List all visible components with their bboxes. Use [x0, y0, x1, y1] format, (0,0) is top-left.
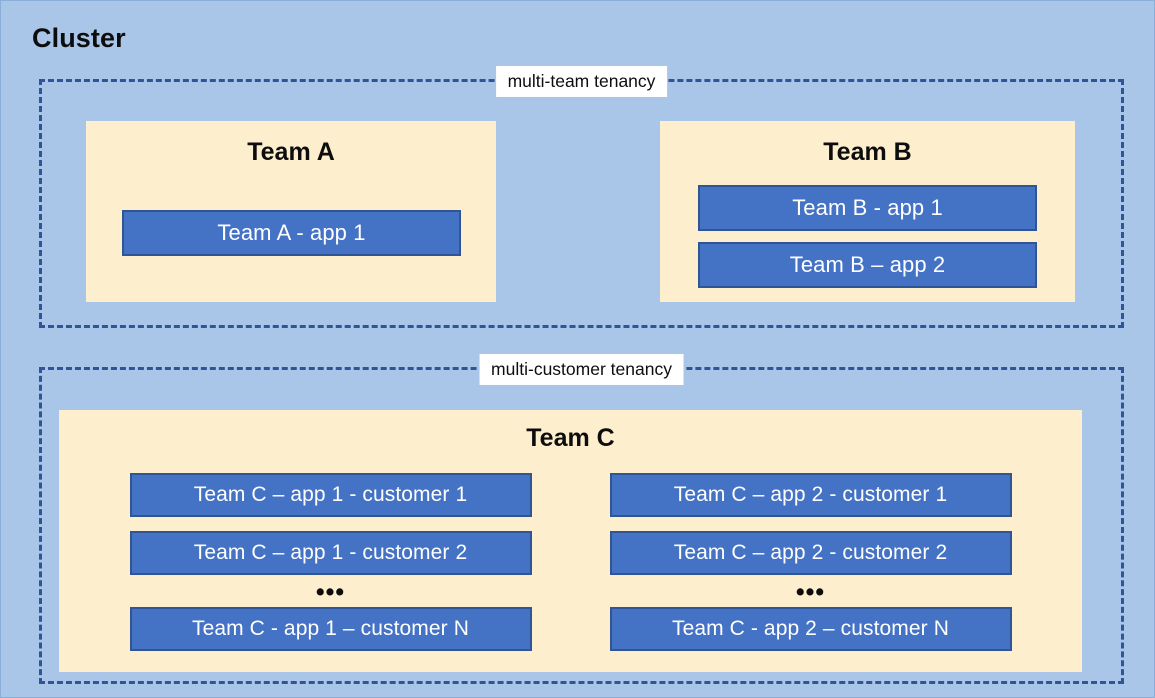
app-column-team-c-app-2: Team C – app 2 - customer 1 Team C – app… — [609, 473, 1012, 651]
team-panel-team-a: Team A Team A - app 1 — [86, 121, 496, 302]
team-panel-team-c: Team C Team C – app 1 - customer 1 Team … — [59, 410, 1082, 672]
ellipsis-team-c-app-2: ••• — [795, 578, 826, 606]
tenancy-label-multi-customer: multi-customer tenancy — [479, 354, 684, 385]
tenancy-region-multi-customer: multi-customer tenancy Team C Team C – a… — [39, 354, 1124, 684]
app-box-team-c-app-1-customer-1[interactable]: Team C – app 1 - customer 1 — [129, 473, 532, 517]
team-title-team-b: Team B — [823, 138, 912, 166]
app-list-team-b: Team B - app 1 Team B – app 2 — [698, 185, 1037, 288]
app-column-team-c-app-1: Team C – app 1 - customer 1 Team C – app… — [129, 473, 532, 651]
cluster-title: Cluster — [32, 23, 126, 53]
tenancy-region-multi-team: multi-team tenancy Team A Team A - app 1… — [39, 66, 1124, 328]
app-box-team-c-app-2-customer-n[interactable]: Team C - app 2 – customer N — [609, 607, 1012, 651]
app-box-team-c-app-1-customer-n[interactable]: Team C - app 1 – customer N — [129, 607, 532, 651]
app-list-team-a: Team A - app 1 — [122, 210, 461, 256]
app-box-team-c-app-2-customer-2[interactable]: Team C – app 2 - customer 2 — [609, 531, 1012, 575]
app-box-team-c-app-1-customer-2[interactable]: Team C – app 1 - customer 2 — [129, 531, 532, 575]
app-box-team-b-app-2[interactable]: Team B – app 2 — [698, 242, 1037, 288]
tenancy-label-multi-team: multi-team tenancy — [495, 66, 668, 97]
app-grid-team-c: Team C – app 1 - customer 1 Team C – app… — [59, 473, 1082, 651]
ellipsis-team-c-app-1: ••• — [315, 578, 346, 606]
team-title-team-c: Team C — [526, 424, 615, 452]
team-title-team-a: Team A — [247, 138, 335, 166]
team-panel-team-b: Team B Team B - app 1 Team B – app 2 — [660, 121, 1075, 302]
app-box-team-b-app-1[interactable]: Team B - app 1 — [698, 185, 1037, 231]
app-box-team-c-app-2-customer-1[interactable]: Team C – app 2 - customer 1 — [609, 473, 1012, 517]
app-box-team-a-app-1[interactable]: Team A - app 1 — [122, 210, 461, 256]
